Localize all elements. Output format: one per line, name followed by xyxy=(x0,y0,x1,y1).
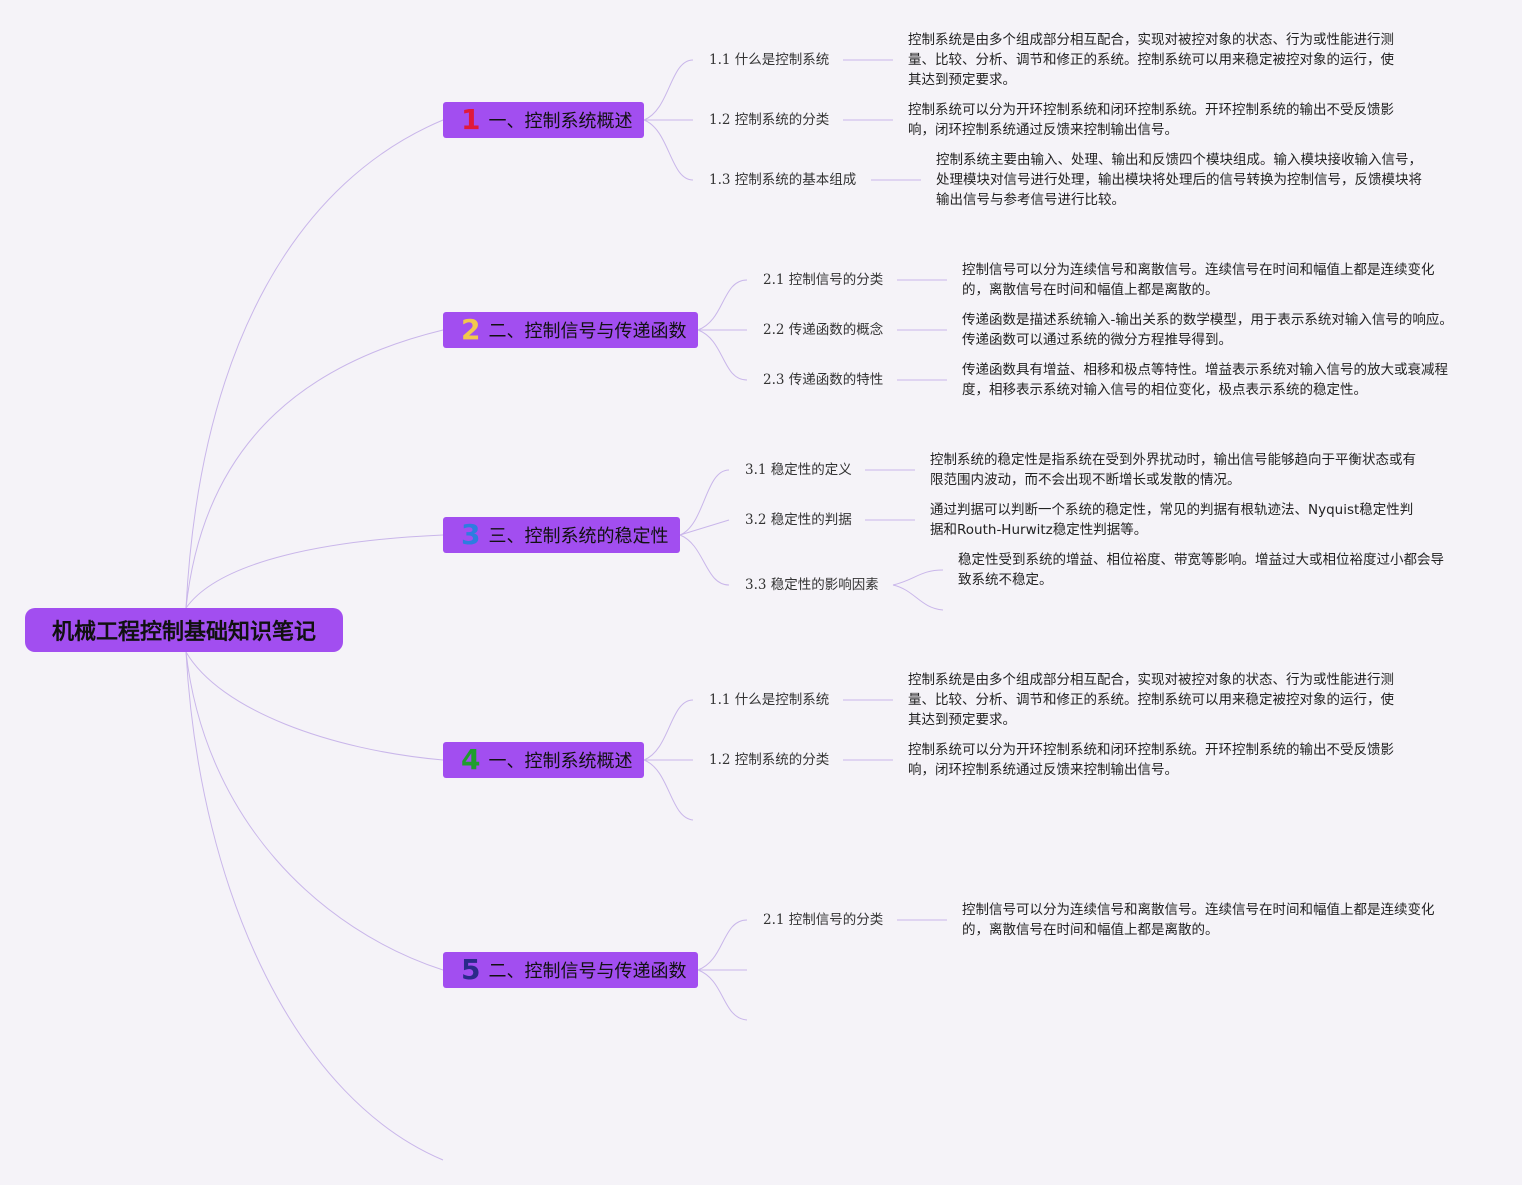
subtopic-3-3[interactable]: 3.3 稳定性的影响因素 xyxy=(745,577,879,593)
detail-5-1: 控制信号可以分为连续信号和离散信号。连续信号在时间和幅值上都是连续变化的，离散信… xyxy=(962,902,1435,938)
topic-label: 二、控制信号与传递函数 xyxy=(488,961,687,982)
topic-node-3[interactable]: 3 三、控制系统的稳定性 xyxy=(443,517,680,553)
connector-root-topic-2 xyxy=(185,329,444,609)
connector-root-topic-5 xyxy=(185,651,444,971)
topic-label: 一、控制系统概述 xyxy=(488,751,633,772)
topic-label: 二、控制信号与传递函数 xyxy=(488,321,687,342)
connector-root-topic-1 xyxy=(185,119,444,609)
topic-node-1[interactable]: 1 一、控制系统概述 xyxy=(443,102,644,138)
topic-node-4[interactable]: 4 一、控制系统概述 xyxy=(443,742,644,778)
topic-label: 三、控制系统的稳定性 xyxy=(488,526,669,547)
number-badge-4: 4 xyxy=(461,743,481,776)
number-badge-5: 5 xyxy=(461,953,481,986)
detail-3-3: 稳定性受到系统的增益、相位裕度、带宽等影响。增益过大或相位裕度过小都会导致系统不… xyxy=(958,552,1444,588)
subtopic-3-1[interactable]: 3.1 稳定性的定义 xyxy=(745,462,852,478)
subtopic-1-3[interactable]: 1.3 控制系统的基本组成 xyxy=(709,172,857,188)
subtopic-3-2[interactable]: 3.2 稳定性的判据 xyxy=(745,512,852,528)
number-badge-3: 3 xyxy=(461,518,481,551)
number-badge-2: 2 xyxy=(461,313,481,346)
subtopic-2-2[interactable]: 2.2 传递函数的概念 xyxy=(763,322,884,338)
connector-root-topic-4 xyxy=(185,651,444,761)
subtopic-2-3[interactable]: 2.3 传递函数的特性 xyxy=(763,372,884,388)
detail-2-1: 控制信号可以分为连续信号和离散信号。连续信号在时间和幅值上都是连续变化的，离散信… xyxy=(962,262,1435,298)
topic-label: 一、控制系统概述 xyxy=(488,111,633,132)
detail-1-2: 控制系统可以分为开环控制系统和闭环控制系统。开环控制系统的输出不受反馈影响，闭环… xyxy=(908,102,1394,138)
subtopic-1-1[interactable]: 1.1 什么是控制系统 xyxy=(709,52,830,68)
connector-root-extra xyxy=(185,651,444,1161)
subtopic-5-1[interactable]: 2.1 控制信号的分类 xyxy=(763,912,884,928)
detail-4-2: 控制系统可以分为开环控制系统和闭环控制系统。开环控制系统的输出不受反馈影响，闭环… xyxy=(908,742,1394,778)
detail-1-1: 控制系统是由多个组成部分相互配合，实现对被控对象的状态、行为或性能进行测量、比较… xyxy=(908,32,1394,88)
subtopic-4-1[interactable]: 1.1 什么是控制系统 xyxy=(709,692,830,708)
subtopic-4-2[interactable]: 1.2 控制系统的分类 xyxy=(709,752,830,768)
connector-root-topic-3 xyxy=(185,534,444,609)
detail-2-2: 传递函数是描述系统输入-输出关系的数学模型，用于表示系统对输入信号的响应。传递函… xyxy=(962,312,1453,348)
subtopic-2-1[interactable]: 2.1 控制信号的分类 xyxy=(763,272,884,288)
topic-node-5[interactable]: 5 二、控制信号与传递函数 xyxy=(443,952,698,988)
detail-1-3: 控制系统主要由输入、处理、输出和反馈四个模块组成。输入模块接收输入信号，处理模块… xyxy=(936,152,1422,208)
number-badge-1: 1 xyxy=(461,103,481,136)
root-node[interactable]: 机械工程控制基础知识笔记 xyxy=(25,608,343,652)
detail-4-1: 控制系统是由多个组成部分相互配合，实现对被控对象的状态、行为或性能进行测量、比较… xyxy=(908,672,1394,728)
detail-3-1: 控制系统的稳定性是指系统在受到外界扰动时，输出信号能够趋向于平衡状态或有限范围内… xyxy=(930,452,1416,488)
detail-3-2: 通过判据可以判断一个系统的稳定性，常见的判据有根轨迹法、Nyquist稳定性判据… xyxy=(930,502,1414,538)
root-label: 机械工程控制基础知识笔记 xyxy=(51,620,316,645)
topic-node-2[interactable]: 2 二、控制信号与传递函数 xyxy=(443,312,698,348)
detail-2-3: 传递函数具有增益、相移和极点等特性。增益表示系统对输入信号的放大或衰减程度，相移… xyxy=(962,362,1448,398)
subtopic-1-2[interactable]: 1.2 控制系统的分类 xyxy=(709,112,830,128)
